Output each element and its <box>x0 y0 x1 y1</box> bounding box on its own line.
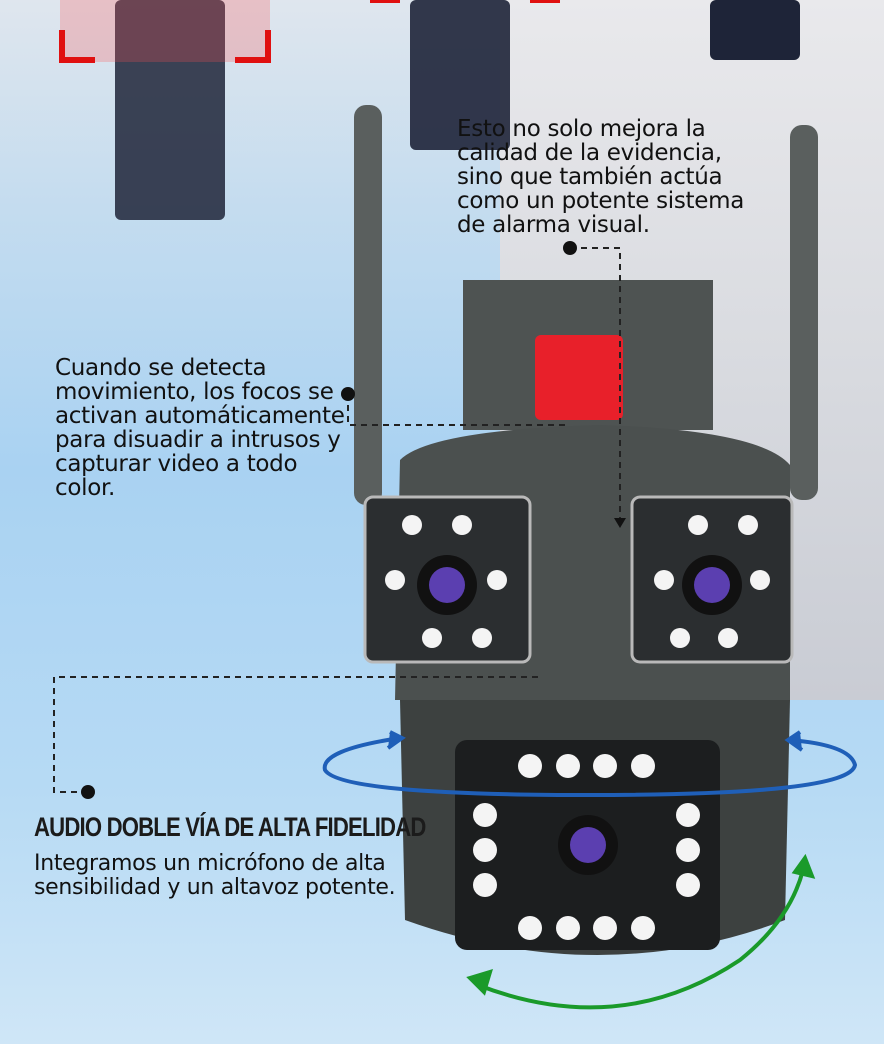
callout-dot-icon <box>81 785 95 799</box>
person-legs-1 <box>115 0 225 220</box>
pan-rotation-arrow-icon <box>322 730 858 798</box>
arrowhead-icon <box>614 518 626 528</box>
callout-dot-icon <box>563 241 577 255</box>
antenna-right <box>790 125 818 500</box>
audio-title: AUDIO DOBLE VÍA DE ALTA FIDELIDAD <box>34 812 426 842</box>
person-legs-3 <box>710 0 800 60</box>
person-legs-2 <box>410 0 510 150</box>
callout-lights-text: Cuando se detecta movimiento, los focos … <box>55 355 345 501</box>
upper-led-lights <box>385 515 770 648</box>
callout-lines <box>53 247 621 793</box>
lower-dome <box>400 700 790 955</box>
alarm-light <box>535 335 623 420</box>
left-lens-module <box>363 495 532 664</box>
antenna-left <box>354 105 382 505</box>
right-lens-module <box>630 495 794 664</box>
callout-alarm-text: Esto no solo mejora la calidad de la evi… <box>457 116 744 238</box>
audio-description: Integramos un micrófono de alta sensibil… <box>34 851 396 900</box>
callout-dot-icon <box>341 387 355 401</box>
lower-led-lights <box>473 754 700 940</box>
tilt-rotation-arrow-icon <box>466 853 816 1010</box>
detection-box-icon <box>59 0 560 63</box>
